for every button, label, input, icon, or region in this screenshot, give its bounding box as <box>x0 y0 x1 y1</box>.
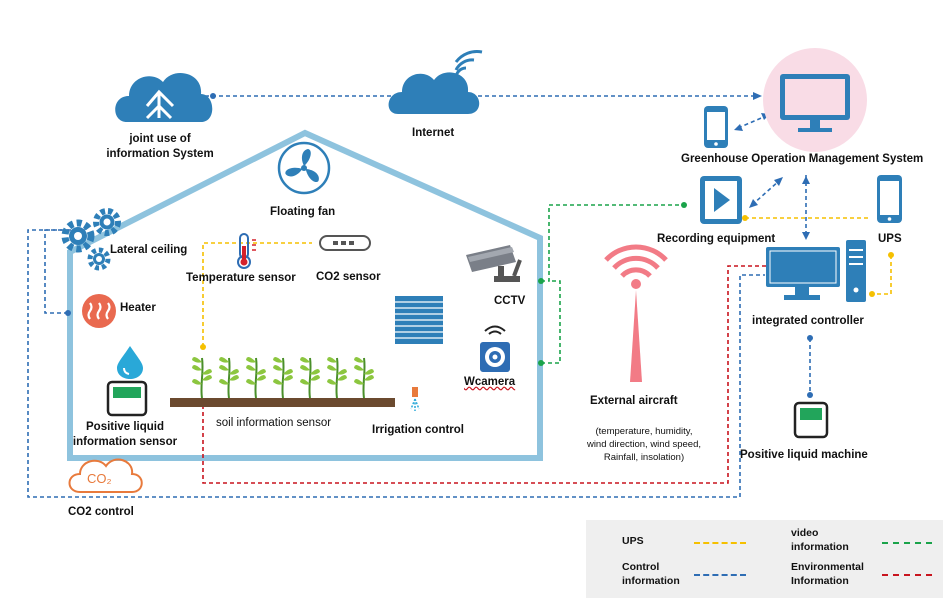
legend: UPS video information Control informatio… <box>586 520 943 598</box>
gom-system-label: Greenhouse Operation Management System <box>681 153 924 165</box>
monitor-icon <box>763 48 867 152</box>
legend-label-environmental: Environmental Information <box>791 561 864 587</box>
ups-node <box>888 252 894 258</box>
control-arrowhead <box>802 232 810 240</box>
video-node <box>538 278 544 284</box>
heater-label: Heater <box>120 302 156 314</box>
video-line <box>541 204 684 282</box>
ups-node <box>869 291 875 297</box>
co2-sensor-label: CO2 sensor <box>316 271 381 283</box>
control-node <box>210 93 216 99</box>
control-node <box>807 335 813 341</box>
greenhouse-outline <box>67 129 543 461</box>
liquid-machine-icon <box>793 401 829 439</box>
video-node <box>681 202 687 208</box>
control-arrowhead <box>753 92 762 100</box>
control-arrowhead <box>734 124 743 131</box>
smartphone-ups-icon <box>877 175 902 223</box>
joint-use-label: joint use of information System <box>106 133 214 160</box>
legend-line-control <box>694 574 746 576</box>
legend-label-control: Control information <box>622 561 680 587</box>
seedling <box>300 356 320 399</box>
legend-line-video <box>882 542 932 544</box>
wcamera-label: Wcamera <box>464 376 516 388</box>
seedling <box>354 356 374 399</box>
antenna-icon <box>604 244 668 382</box>
plants-icon <box>192 356 374 399</box>
seedling <box>219 356 239 399</box>
ups-node <box>742 215 748 221</box>
irrigation-control-label: Irrigation control <box>372 424 464 436</box>
recording-equipment-label: Recording equipment <box>657 233 776 245</box>
co2-icon-text: CO₂ <box>87 471 112 486</box>
cloud-share-icon <box>115 72 213 122</box>
legend-line-environmental <box>882 574 932 576</box>
integrated-controller-label: integrated controller <box>752 315 864 327</box>
control-node <box>65 310 71 316</box>
water-drop-icon <box>117 346 143 379</box>
ups-node <box>200 344 206 350</box>
legend-line-ups <box>694 542 746 544</box>
control-node <box>807 392 813 398</box>
temperature-sensor-label: Temperature sensor <box>186 272 296 284</box>
seedling <box>246 356 266 399</box>
external-aircraft-label: External aircraft <box>590 395 678 407</box>
smartphone-icon <box>704 106 728 148</box>
video-line-webcam <box>541 280 561 364</box>
co2-cloud-icon <box>68 458 143 493</box>
ups-line-controller <box>872 255 892 295</box>
cctv-icon <box>466 245 522 282</box>
thermometer-icon <box>237 233 256 269</box>
env-line <box>202 265 766 484</box>
control-arrowhead <box>774 177 783 186</box>
fan-icon <box>277 141 331 195</box>
control-line-bottom <box>27 229 765 498</box>
floating-fan-label: Floating fan <box>270 206 336 218</box>
positive-liquid-sensor-label: Positive liquid information sensor <box>72 421 178 448</box>
positive-liquid-machine-label: Positive liquid machine <box>740 449 868 461</box>
webcam-icon <box>480 325 510 372</box>
soil-bar <box>170 398 395 407</box>
control-arrowhead <box>749 199 758 208</box>
desktop-computer-icon <box>766 240 866 302</box>
shutter-icon <box>395 296 443 344</box>
lateral-ceiling-label: Lateral ceiling <box>110 244 188 256</box>
soil-sensor-label: soil information sensor <box>216 417 332 429</box>
internet-label: Internet <box>412 127 455 139</box>
seedling <box>273 356 293 399</box>
ups-label: UPS <box>878 233 902 245</box>
co2-sensor-icon <box>319 235 371 251</box>
video-node <box>538 360 544 366</box>
external-details-label: (temperature, humidity, wind direction, … <box>586 426 702 463</box>
control-line-left <box>44 229 69 314</box>
tablet-play-icon <box>700 176 742 224</box>
sprinkler-icon <box>410 387 420 411</box>
legend-label-video: video information <box>791 527 849 553</box>
co2-control-label: CO2 control <box>68 506 134 518</box>
control-line-diag1 <box>751 179 781 206</box>
ups-line-sensor <box>202 242 312 347</box>
control-arrowhead <box>802 176 810 184</box>
cctv-label: CCTV <box>494 295 526 307</box>
seedling <box>192 356 212 399</box>
control-line-diag2 <box>737 115 767 129</box>
legend-label-ups: UPS <box>622 535 644 547</box>
liquid-sensor-icon <box>106 380 148 417</box>
gears-icon <box>61 208 121 271</box>
seedling <box>327 356 347 399</box>
cloud-wifi-icon <box>388 50 483 114</box>
heater-icon <box>82 294 116 328</box>
